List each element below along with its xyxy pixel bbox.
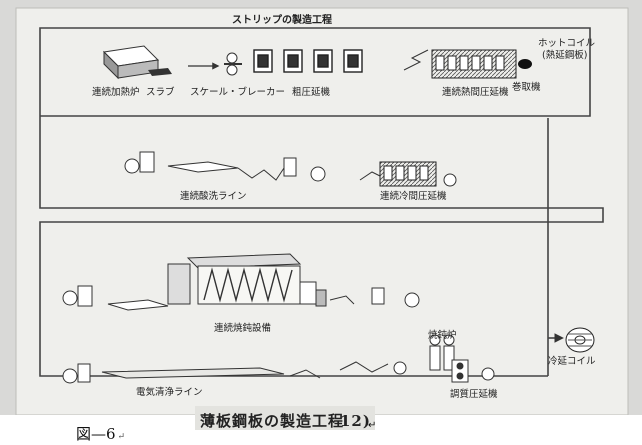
annealing-line-shape bbox=[62, 253, 420, 311]
row-hot-rolling: 連続加熱炉 スラブ スケール・ブレーカー 粗圧延機 連続熱間圧延機 ホットコイル… bbox=[92, 38, 596, 98]
label-finishing-mill: 連続熱間圧延機 bbox=[442, 86, 509, 98]
label-slab: スラブ bbox=[146, 86, 175, 98]
figure-label-text: 図—6 bbox=[76, 425, 116, 443]
row-continuous-annealing: 連続焼鈍設備 bbox=[62, 253, 420, 334]
reheating-furnace-shape bbox=[102, 45, 160, 80]
label-annealing: 連続焼鈍設備 bbox=[214, 322, 271, 334]
label-hot-rolled-note: (熱延鋼板) bbox=[542, 49, 587, 61]
caption-box bbox=[195, 406, 375, 430]
label-reheating-furnace: 連続加熱炉 bbox=[92, 86, 140, 98]
cold-mill-shape bbox=[359, 161, 457, 187]
slab-shape bbox=[148, 68, 172, 76]
label-coiler: 巻取機 bbox=[512, 81, 541, 93]
label-pickling-line: 連続酸洗ライン bbox=[180, 190, 247, 202]
label-cold-coil: 冷延コイル bbox=[548, 355, 596, 367]
flow-lines bbox=[39, 27, 604, 377]
diagram-caption: 薄板鋼板の製造工程 bbox=[200, 412, 344, 430]
label-cold-mill: 連続冷間圧延機 bbox=[380, 190, 447, 202]
temper-mill-shape bbox=[451, 359, 495, 383]
label-hot-coil: ホットコイル bbox=[538, 38, 596, 49]
scale-breaker-shape bbox=[224, 52, 242, 76]
figure-label: 図—6↵ bbox=[76, 423, 125, 444]
label-scale-breaker: スケール・ブレーカー bbox=[190, 86, 285, 98]
label-temper-mill: 調質圧延機 bbox=[450, 388, 498, 400]
coiler-shape bbox=[518, 59, 532, 69]
pickling-line-shape bbox=[124, 151, 326, 182]
paragraph-mark: ↵ bbox=[368, 420, 376, 431]
row-cleaning-temper: 電気清浄ライン 焼鈍炉 調質圧延機 冷延コイル bbox=[62, 327, 596, 400]
cold-coil-shape bbox=[565, 327, 595, 353]
diagram-title: ストリップの製造工程 bbox=[232, 13, 332, 26]
paragraph-mark: ↵ bbox=[117, 432, 126, 442]
row-pickling-cold-rolling: 連続酸洗ライン 連続冷間圧延機 bbox=[124, 151, 457, 202]
roughing-mill-stands bbox=[253, 49, 363, 73]
cleaning-line-shape bbox=[62, 361, 407, 384]
caption-reference: 12) bbox=[340, 412, 371, 430]
label-cleaning-line: 電気清浄ライン bbox=[136, 386, 203, 398]
label-roughing-mill: 粗圧延機 bbox=[292, 86, 331, 98]
label-batch-annealing: 焼鈍炉 bbox=[428, 329, 457, 341]
batch-annealing-shape bbox=[429, 334, 455, 371]
finishing-mill-stands bbox=[403, 49, 517, 79]
